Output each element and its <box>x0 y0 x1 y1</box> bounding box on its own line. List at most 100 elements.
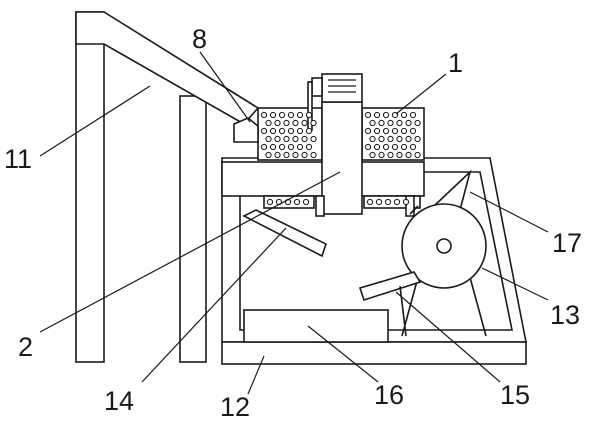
deflector-plate <box>358 271 422 302</box>
wheel-arm <box>409 205 419 215</box>
leader-lines <box>39 51 549 395</box>
perforation-hole <box>274 151 281 159</box>
label-14: 14 <box>104 386 134 416</box>
perforation-hole <box>283 119 290 127</box>
leader-14 <box>141 227 287 383</box>
perforation-hole <box>265 119 272 127</box>
perforation-hole <box>265 151 272 159</box>
perforation-hole <box>301 119 308 127</box>
perforation-hole <box>405 119 412 127</box>
perforation-hole <box>387 119 394 127</box>
leader-15 <box>395 291 501 383</box>
perforation-hole <box>301 135 308 143</box>
perforation-hole <box>278 111 286 119</box>
leader-11 <box>39 85 151 157</box>
leader-1 <box>395 73 447 115</box>
perforation-hole <box>393 198 401 206</box>
feed-block <box>233 117 259 143</box>
perforation-hole <box>414 151 421 159</box>
perforation-hole <box>400 127 408 135</box>
perforation-hole <box>396 151 403 159</box>
perforation-hole <box>400 143 408 151</box>
perforation-hole <box>369 151 376 159</box>
leader-17 <box>469 191 549 233</box>
collection-box <box>243 309 389 343</box>
perforation-hole <box>369 119 376 127</box>
perforation-hole <box>364 127 372 135</box>
perforation-hole <box>409 127 417 135</box>
perforation-hole <box>373 143 381 151</box>
perforation-hole <box>274 119 281 127</box>
feed-block-body <box>233 117 259 143</box>
perforation-hole <box>387 135 394 143</box>
perforation-hole <box>278 127 286 135</box>
perforation-hole <box>414 119 421 127</box>
perforation-hole <box>396 119 403 127</box>
perforation-hole <box>382 111 390 119</box>
perforation-hole <box>266 198 274 206</box>
perforation-hole <box>409 143 417 151</box>
perforation-hole <box>364 143 372 151</box>
perforation-hole <box>378 135 385 143</box>
perforation-hole <box>287 111 295 119</box>
perforation-hole <box>391 127 399 135</box>
front-leg <box>75 11 105 363</box>
perforation-hole <box>387 151 394 159</box>
perforation-hole <box>310 151 317 159</box>
perforation-hole <box>310 119 317 127</box>
perforation-hole <box>274 135 281 143</box>
perforation-hole <box>373 127 381 135</box>
perforation-hole <box>369 135 376 143</box>
guide-plate <box>242 209 327 258</box>
leader-13 <box>481 267 549 301</box>
perforation-hole <box>302 198 310 206</box>
motor-flange <box>311 77 323 97</box>
perforation-hole <box>260 127 268 135</box>
label-11: 11 <box>4 144 32 174</box>
perforation-hole <box>396 135 403 143</box>
perforation-hole <box>296 127 304 135</box>
leader-12 <box>247 355 265 395</box>
perforation-hole <box>287 143 295 151</box>
leader-16 <box>307 325 379 383</box>
leader-8 <box>199 51 251 123</box>
wheel-hub <box>436 238 452 254</box>
perforation-hole <box>405 135 412 143</box>
label-8: 8 <box>192 24 207 54</box>
label-13: 13 <box>550 300 580 330</box>
perforation-hole <box>260 143 268 151</box>
base-plate <box>221 341 527 365</box>
screen-clip-left <box>315 195 325 217</box>
label-16: 16 <box>374 380 404 410</box>
deflector-leg <box>399 285 407 337</box>
perforation-hole <box>414 135 421 143</box>
perforation-hole <box>283 151 290 159</box>
screen-holes <box>366 198 410 206</box>
perforation-pattern <box>260 111 317 159</box>
perforation-hole <box>269 143 277 151</box>
motor-housing <box>321 73 363 103</box>
part-labels: 8 1 11 2 14 12 16 15 13 17 <box>4 24 582 422</box>
perforation-hole <box>366 198 374 206</box>
perforation-hole <box>400 111 408 119</box>
perforation-hole <box>301 151 308 159</box>
perforation-hole <box>292 135 299 143</box>
perforation-hole <box>310 135 317 143</box>
wheel-support-right <box>467 269 487 337</box>
label-15: 15 <box>500 380 530 410</box>
perforation-hole <box>278 143 286 151</box>
perforation-hole <box>269 127 277 135</box>
screen-holes <box>266 198 310 206</box>
central-shaft-column <box>321 101 363 215</box>
perforation-hole <box>391 143 399 151</box>
perforation-hole <box>382 143 390 151</box>
perforation-hole <box>296 143 304 151</box>
perforation-hole <box>292 151 299 159</box>
perforation-hole <box>269 111 277 119</box>
perforation-hole <box>375 198 383 206</box>
perforation-hole <box>378 151 385 159</box>
perforation-hole <box>373 111 381 119</box>
perforation-hole <box>287 127 295 135</box>
screen-strip <box>263 195 421 217</box>
